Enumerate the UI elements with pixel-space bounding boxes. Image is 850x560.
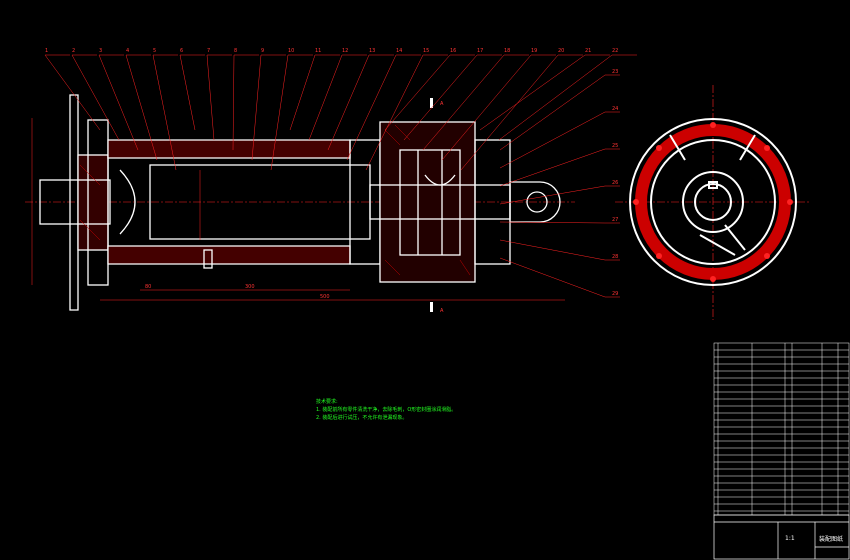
leader-line [125,54,158,161]
leader-line [499,148,606,187]
leader-lines [44,54,637,298]
leader-line [499,239,606,261]
hatching [79,124,471,276]
callout-label: 27 [612,217,618,223]
parts-list-table [713,342,850,516]
leader-line [308,54,343,141]
end-view [629,118,797,286]
bolt-holes [633,122,793,282]
callout-label: 6 [180,48,183,54]
leader-line [98,54,139,151]
leader-line [403,54,478,141]
leader-line [152,54,177,171]
leader-line [441,54,532,161]
leader-line [270,54,289,171]
dim-3: 500 [320,294,330,300]
leader-line [479,54,586,131]
callout-label: 4 [126,48,129,54]
callout-label: 3 [99,48,102,54]
callout-label: 9 [261,48,264,54]
dim-2: 300 [245,284,255,290]
section-mark-bottom: A [430,302,444,314]
callout-label: 29 [612,291,618,297]
callout-label: 14 [396,48,402,54]
callout-label: 24 [612,106,618,112]
leader-line [365,54,424,171]
tech-line-1: 1. 装配前所有零件清洗干净，去除毛刺，O形密封圈涂润滑脂。 [316,407,457,413]
leader-line [206,54,215,141]
callout-label: 26 [612,180,618,186]
callout-label: 25 [612,143,618,149]
leader-line [422,54,505,151]
leader-line [499,185,606,205]
section-mark-top: A [430,98,444,108]
svg-text:A: A [440,308,444,314]
leader-line [289,54,316,131]
leader-line [499,74,606,151]
dimension-lines [31,118,565,301]
cylinder-section-view [39,94,561,311]
callout-label: 19 [531,48,537,54]
leader-line [44,54,101,131]
leader-line [460,54,559,171]
callout-label: 2 [72,48,75,54]
callout-label: 10 [288,48,294,54]
leader-line [498,54,613,141]
dim-1: 80 [145,284,151,290]
tech-title: 技术要求: [316,399,338,405]
callout-label: 21 [585,48,591,54]
leader-line [71,54,120,141]
leader-line [251,54,262,161]
callout-label: 1 [45,48,48,54]
leader-line [346,54,397,161]
callout-label: 7 [207,48,210,54]
scale: 1:1 [785,535,795,542]
leader-line [384,54,451,131]
callout-label: 5 [153,48,156,54]
leader-line [499,111,606,169]
drawing-title: 装配图纸 [819,535,843,543]
callout-label: 16 [450,48,456,54]
technical-requirements: 技术要求: 1. 装配前所有零件清洗干净，去除毛刺，O形密封圈涂润滑脂。 2. … [316,398,456,422]
callout-label: 22 [612,48,618,54]
leader-line [499,257,606,298]
title-block [713,514,850,560]
callout-label: 18 [504,48,510,54]
svg-text:A: A [440,101,444,107]
callout-label: 13 [369,48,375,54]
leader-line [327,54,370,151]
callout-label: 12 [342,48,348,54]
callout-label: 17 [477,48,483,54]
leader-line [232,54,235,151]
leader-line [179,54,196,131]
callout-label: 28 [612,254,618,260]
callout-label: 23 [612,69,618,75]
leader-line [499,221,606,224]
tech-line-2: 2. 装配后进行试压，不允许有泄漏现象。 [316,415,408,421]
callout-label: 15 [423,48,429,54]
callout-label: 8 [234,48,237,54]
callout-label: 11 [315,48,321,54]
callout-label: 20 [558,48,564,54]
